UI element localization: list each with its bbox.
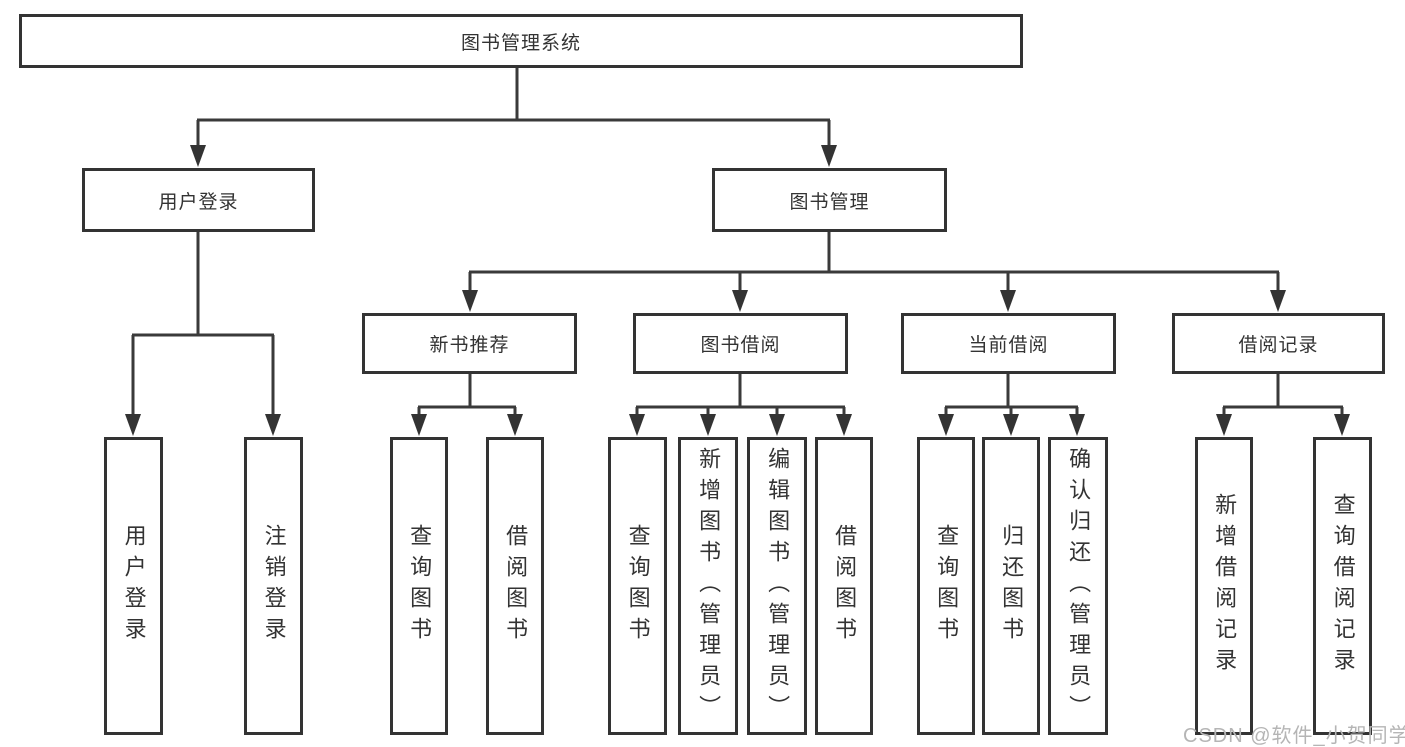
leaf-add-books-admin-label: 新增图书（管理员） [696,446,722,726]
node-book-management-label: 图书管理 [789,191,870,213]
leaf-return-books: 归还图书 [982,437,1040,735]
leaf-recommend-query-books-label: 查询图书 [407,524,433,648]
leaf-borrowing-borrow-books-label: 借阅图书 [832,524,858,648]
node-book-management: 图书管理 [712,168,947,232]
node-system-root-label: 图书管理系统 [460,32,581,54]
leaf-return-books-label: 归还图书 [999,524,1025,648]
leaf-current-query-books: 查询图书 [917,437,975,735]
leaf-recommend-borrow-books: 借阅图书 [486,437,544,735]
leaf-user-login: 用户登录 [104,437,163,735]
node-book-borrowing: 图书借阅 [633,313,848,374]
node-user-login-label: 用户登录 [158,191,239,213]
leaf-confirm-return-admin-label: 确认归还（管理员） [1066,446,1092,726]
leaf-recommend-query-books: 查询图书 [390,437,448,735]
node-system-root: 图书管理系统 [19,14,1023,68]
node-current-borrowing: 当前借阅 [901,313,1116,374]
leaf-recommend-borrow-books-label: 借阅图书 [503,524,529,648]
node-user-login: 用户登录 [82,168,315,232]
node-borrowing-records: 借阅记录 [1172,313,1385,374]
csdn-watermark: CSDN @软件_小贺同学 [1183,725,1405,747]
leaf-borrowing-query-books-label: 查询图书 [625,524,651,648]
node-current-borrowing-label: 当前借阅 [968,335,1049,356]
node-borrowing-records-label: 借阅记录 [1238,335,1319,356]
leaf-logout-label: 注销登录 [261,524,287,648]
leaf-add-borrow-record: 新增借阅记录 [1195,437,1253,735]
node-book-borrowing-label: 图书借阅 [700,335,781,356]
leaf-current-query-books-label: 查询图书 [934,524,960,648]
leaf-logout: 注销登录 [244,437,303,735]
leaf-borrowing-borrow-books: 借阅图书 [815,437,873,735]
leaf-add-books-admin: 新增图书（管理员） [678,437,738,735]
leaf-add-borrow-record-label: 新增借阅记录 [1212,493,1238,679]
leaf-query-borrow-record-label: 查询借阅记录 [1330,493,1356,679]
leaf-borrowing-query-books: 查询图书 [608,437,667,735]
leaf-edit-books-admin: 编辑图书（管理员） [747,437,807,735]
leaf-query-borrow-record: 查询借阅记录 [1313,437,1372,735]
leaf-confirm-return-admin: 确认归还（管理员） [1048,437,1108,735]
node-new-book-recommend: 新书推荐 [362,313,577,374]
leaf-edit-books-admin-label: 编辑图书（管理员） [765,446,791,726]
node-new-book-recommend-label: 新书推荐 [429,335,510,356]
leaf-user-login-label: 用户登录 [121,524,147,648]
